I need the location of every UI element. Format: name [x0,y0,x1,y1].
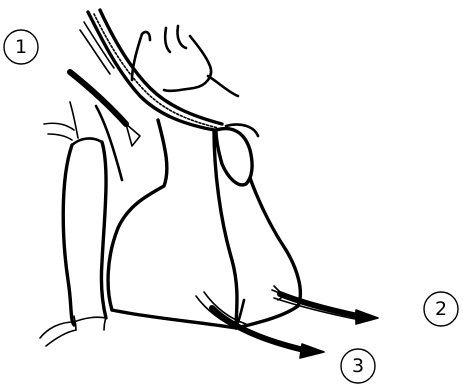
aorta-outline [40,102,106,346]
graft-arrow-label-2 [272,286,378,324]
label-1-text: 1 [15,36,27,58]
label-1: 1 [4,30,38,64]
label-2-text: 2 [435,298,447,320]
label-3: 3 [341,349,375,383]
graft-vessel [80,10,222,130]
heart-outline [108,120,300,328]
label-2: 2 [424,292,458,326]
label-3-text: 3 [352,355,364,377]
